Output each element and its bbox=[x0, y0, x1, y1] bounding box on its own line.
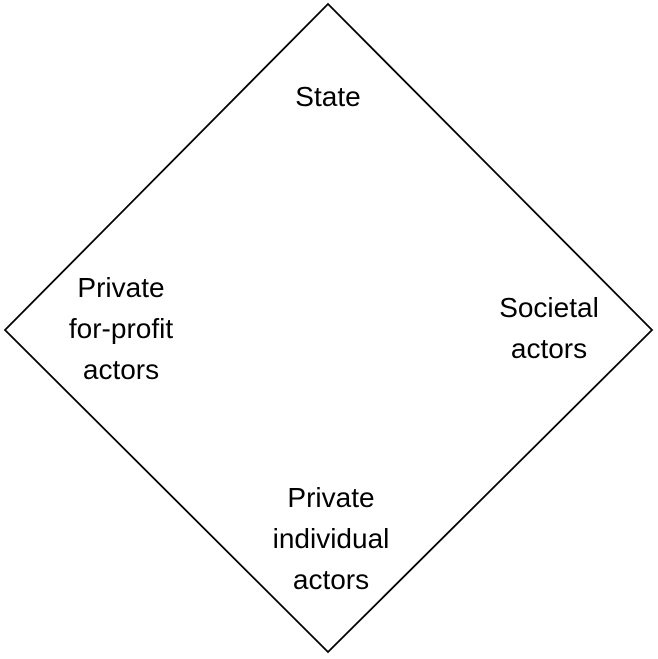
diamond-outline-shape bbox=[3, 2, 654, 654]
label-private-individual-actors: Private individual actors bbox=[272, 482, 390, 595]
label-societal-actors: Societal actors bbox=[499, 292, 599, 364]
label-private-for-profit-actors: Private for-profit actors bbox=[68, 272, 174, 385]
label-state: State bbox=[295, 81, 361, 112]
